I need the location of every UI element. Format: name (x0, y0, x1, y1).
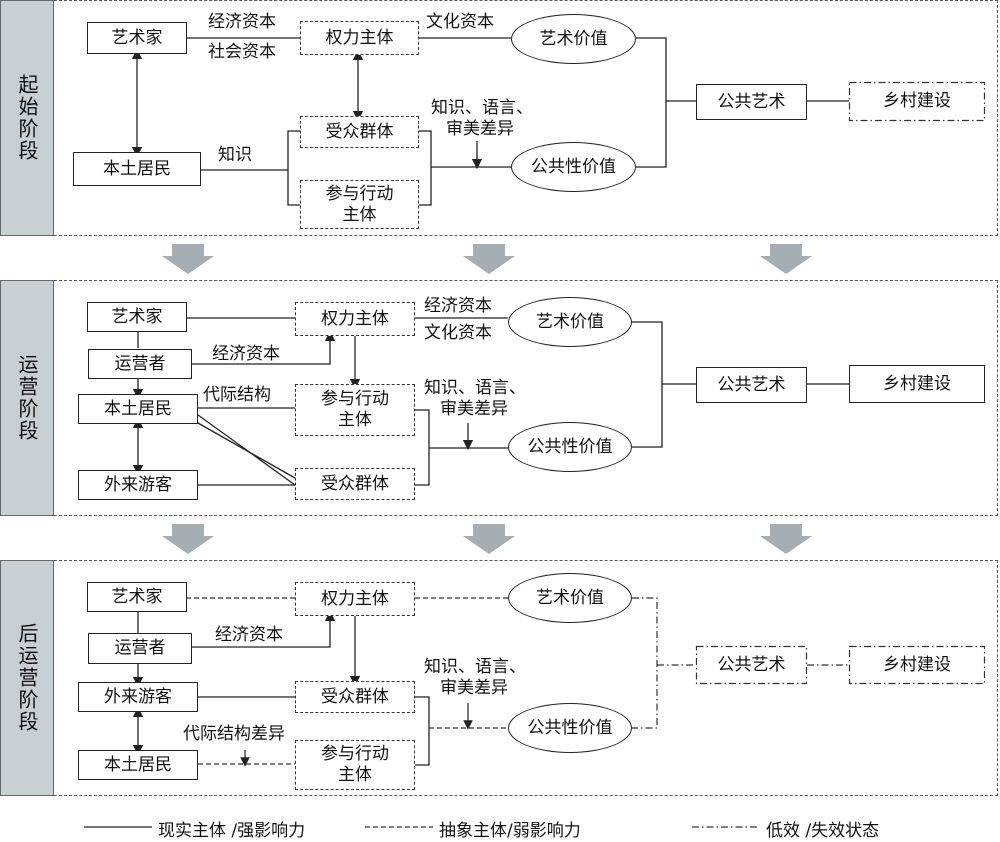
label-econ-capital-operator: 经济资本 (215, 625, 283, 645)
node-operator: 运营者 (88, 633, 192, 664)
label-knowledge: 知识 (218, 145, 252, 165)
node-resident: 本土居民 (73, 152, 201, 186)
node-public-art: 公共艺术 (696, 367, 807, 403)
down-arrow (162, 524, 214, 554)
node-actor: 参与行动 主体 (295, 384, 415, 436)
down-arrow (162, 244, 214, 274)
label-social-capital: 社会资本 (208, 42, 276, 62)
label-generation: 代际结构 (203, 385, 271, 405)
node-artist: 艺术家 (87, 22, 187, 54)
stage-panel-start: 起始阶段 (0, 0, 998, 236)
label-econ-capital: 经济资本 (424, 296, 492, 316)
node-audience: 受众群体 (300, 116, 419, 148)
stage-connectors (131, 37, 986, 206)
node-public-art: 公共艺术 (696, 84, 807, 120)
node-art-value: 艺术价值 (508, 297, 632, 347)
node-power: 权力主体 (295, 302, 415, 336)
down-arrow (760, 524, 812, 554)
stage-connectors (132, 317, 849, 486)
down-arrow (463, 524, 515, 554)
node-power: 权力主体 (295, 582, 415, 616)
stage-frame (54, 280, 998, 516)
node-tourist: 外来游客 (78, 682, 198, 712)
label-diff-line1: 知识、语言、 (424, 378, 526, 398)
node-public-value: 公共性价值 (508, 422, 632, 472)
node-artist: 艺术家 (87, 302, 187, 332)
stage-frame (54, 0, 998, 236)
legend: 现实主体 /强影响力 抽象主体/弱影响力 低效 /失效状态 (0, 808, 1000, 842)
stage-connectors (132, 597, 986, 767)
node-resident: 本土居民 (78, 750, 198, 780)
node-actor: 参与行动 主体 (300, 180, 419, 229)
label-diff-line2: 审美差异 (446, 119, 514, 139)
node-rural: 乡村建设 (883, 91, 951, 111)
node-art-value: 艺术价值 (511, 14, 636, 64)
node-audience: 受众群体 (295, 681, 415, 713)
node-actor: 参与行动 主体 (295, 740, 415, 790)
node-operator: 运营者 (88, 349, 192, 379)
label-diff-line2: 审美差异 (440, 678, 508, 698)
node-power: 权力主体 (300, 21, 419, 55)
node-artist: 艺术家 (87, 582, 187, 612)
node-public-value: 公共性价值 (511, 142, 636, 192)
node-audience: 受众群体 (295, 468, 415, 500)
stage-panel-operation: 运营阶段 (0, 280, 998, 516)
stage-label: 后运营阶段 (0, 560, 54, 796)
legend-dashed-label: 抽象主体/弱影响力 (439, 821, 581, 841)
legend-dashdot-label: 低效 /失效状态 (766, 821, 880, 841)
node-art-value: 艺术价值 (508, 573, 632, 623)
label-diff-line1: 知识、语言、 (424, 657, 526, 677)
node-rural: 乡村建设 (883, 654, 951, 675)
node-tourist: 外来游客 (78, 470, 198, 500)
node-public-art: 公共艺术 (717, 654, 786, 675)
label-econ-capital-operator: 经济资本 (212, 344, 280, 364)
down-arrow (463, 244, 515, 274)
legend-solid-label: 现实主体 /强影响力 (158, 821, 306, 841)
label-culture-capital: 文化资本 (424, 323, 492, 343)
label-diff-line1: 知识、语言、 (431, 98, 533, 118)
node-resident: 本土居民 (78, 394, 198, 424)
stage-label: 运营阶段 (0, 280, 54, 516)
stage-frame (54, 560, 998, 796)
label-econ-capital: 经济资本 (208, 12, 276, 32)
node-rural: 乡村建设 (849, 365, 985, 403)
stage-label: 起始阶段 (0, 0, 54, 236)
down-arrow (760, 244, 812, 274)
label-diff-line2: 审美差异 (440, 399, 508, 419)
label-generation-diff: 代际结构差异 (183, 724, 285, 744)
legend-swatches (84, 826, 760, 828)
stage-panel-post-operation: 后运营阶段 (0, 560, 998, 796)
node-public-value: 公共性价值 (508, 703, 632, 753)
label-culture-capital: 文化资本 (426, 12, 494, 32)
